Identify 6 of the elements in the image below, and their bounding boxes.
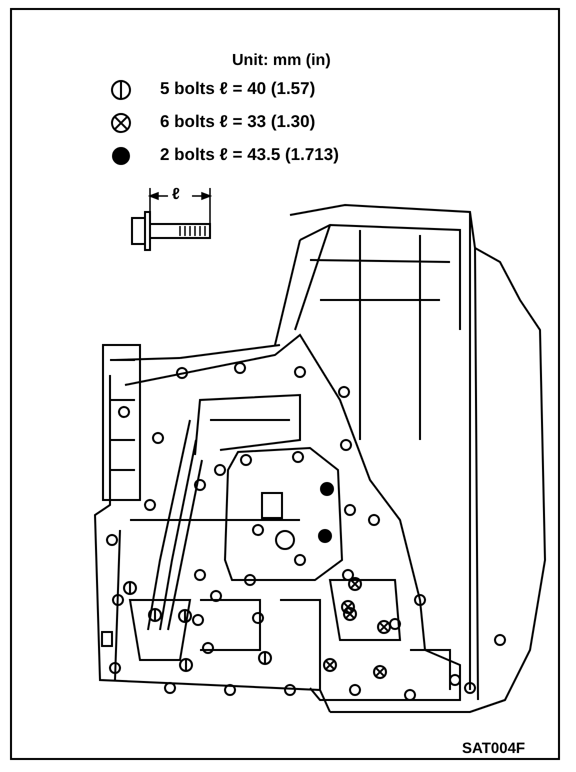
- legend-text: 6 bolts ℓ = 33 (1.30): [160, 112, 316, 132]
- dimension-label: ℓ: [172, 186, 180, 204]
- legend-text: 2 bolts ℓ = 43.5 (1.713): [160, 145, 339, 165]
- unit-note: Unit: mm (in): [232, 52, 331, 70]
- figure-code: SAT004F: [462, 740, 526, 757]
- legend-text: 5 bolts ℓ = 40 (1.57): [160, 79, 316, 99]
